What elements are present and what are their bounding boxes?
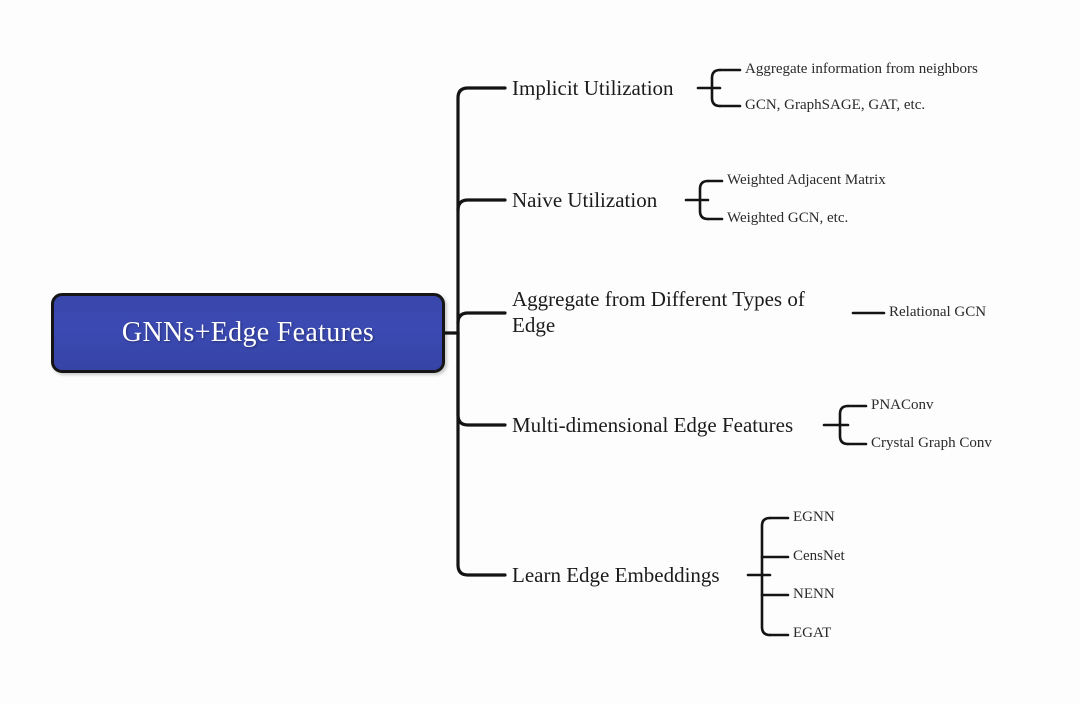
root-node-label: GNNs+Edge Features xyxy=(121,317,375,348)
topic-learn-edge-embeddings[interactable]: Learn Edge Embeddings xyxy=(512,563,720,587)
leaf-nenn[interactable]: NENN xyxy=(793,586,835,602)
leaf-weighted-adjacent-matrix[interactable]: Weighted Adjacent Matrix xyxy=(727,172,886,188)
leaf-egnn[interactable]: EGNN xyxy=(793,509,835,525)
spine-to-aggregate xyxy=(456,311,507,325)
bracket-naive xyxy=(684,179,710,221)
leaf-relational-gcn[interactable]: Relational GCN xyxy=(889,304,987,320)
leaf-egat[interactable]: EGAT xyxy=(793,625,832,641)
topic-aggregate-different-types-of-edge[interactable]: Aggregate from Different Types of Edge xyxy=(512,287,805,337)
bracket-implicit xyxy=(696,68,722,108)
spine-to-learn xyxy=(456,331,507,577)
spine-to-implicit xyxy=(456,86,507,335)
spine-to-naive xyxy=(456,198,507,212)
topic-implicit-utilization[interactable]: Implicit Utilization xyxy=(512,76,674,100)
topic-naive-utilization[interactable]: Naive Utilization xyxy=(512,188,658,212)
leaf-weighted-gcn[interactable]: Weighted GCN, etc. xyxy=(727,210,849,226)
bracket-multidim xyxy=(822,404,850,446)
bracket-learn xyxy=(746,516,772,637)
leaf-crystal-graph-conv[interactable]: Crystal Graph Conv xyxy=(871,435,992,451)
root-node[interactable]: GNNs+Edge Features xyxy=(51,293,445,373)
leaf-pnaconv[interactable]: PNAConv xyxy=(871,397,934,413)
spine-to-multidim xyxy=(456,331,507,427)
leaf-censnet[interactable]: CensNet xyxy=(793,548,845,564)
leaf-gcn-graphsage-gat[interactable]: GCN, GraphSAGE, GAT, etc. xyxy=(745,97,926,113)
leaf-aggregate-information-from-neighbors[interactable]: Aggregate information from neighbors xyxy=(745,61,978,77)
topic-multi-dimensional-edge-features[interactable]: Multi-dimensional Edge Features xyxy=(512,413,794,437)
